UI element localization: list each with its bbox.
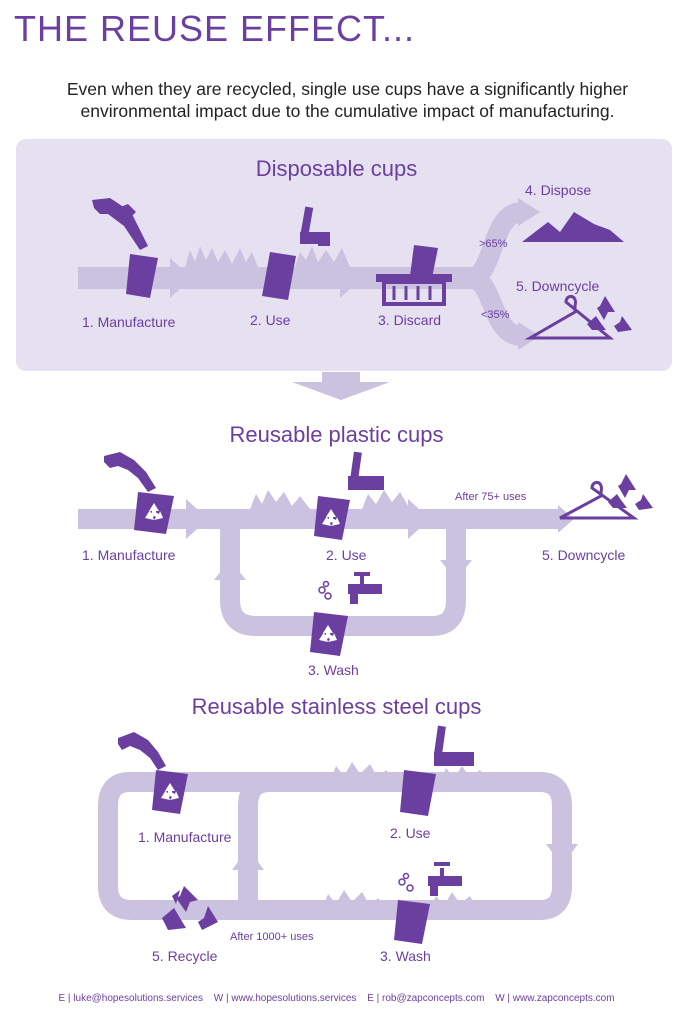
- disposable-title: Disposable cups: [255, 156, 418, 181]
- crowd-icon: [250, 490, 410, 509]
- steel-note: After 1000+ uses: [230, 931, 314, 943]
- tap-icon: [300, 206, 330, 246]
- steel-step-wash: 3. Wash: [380, 948, 431, 964]
- footer-web-1[interactable]: W | www.hopesolutions.services: [213, 993, 357, 1004]
- steel-title: Reusable stainless steel cups: [191, 694, 482, 719]
- cup-icon: [152, 770, 188, 814]
- cup-icon: [310, 612, 348, 656]
- disposable-step-use: 2. Use: [250, 312, 291, 328]
- plastic-title: Reusable plastic cups: [229, 422, 444, 447]
- steel-flow: [98, 772, 578, 920]
- pct-downcycle: <35%: [481, 309, 510, 321]
- steel-step-manufacture: 1. Manufacture: [138, 829, 232, 845]
- bin-icon: [376, 245, 452, 306]
- pct-dispose: >65%: [479, 238, 508, 250]
- cup-icon: [262, 252, 296, 300]
- landfill-icon: [522, 212, 624, 242]
- hand-icon: [92, 198, 148, 250]
- plastic-step-manufacture: 1. Manufacture: [82, 547, 176, 563]
- recycle-icon: [608, 474, 653, 510]
- hand-icon: [104, 452, 156, 492]
- steel-step-use: 2. Use: [390, 825, 431, 841]
- cup-icon: [126, 254, 158, 298]
- steel-step-recycle: 5. Recycle: [152, 948, 218, 964]
- footer: E | luke@hopesolutions.services W | www.…: [0, 993, 673, 1004]
- crowd-icon: [185, 246, 350, 267]
- recycle-icon: [587, 296, 632, 332]
- hanger-icon: [559, 481, 639, 520]
- cup-icon: [400, 770, 436, 816]
- disposable-step-manufacture: 1. Manufacture: [82, 314, 176, 330]
- cup-icon: [134, 492, 174, 534]
- disposable-step-downcycle: 5. Downcycle: [516, 278, 600, 294]
- plastic-step-use: 2. Use: [326, 547, 367, 563]
- faucet-icon: [398, 862, 462, 896]
- crowd-icon: [322, 762, 488, 910]
- cup-icon: [314, 496, 350, 540]
- disposable-step-dispose: 4. Dispose: [525, 182, 592, 198]
- plastic-note: After 75+ uses: [455, 491, 527, 503]
- footer-web-2[interactable]: W | www.zapconcepts.com: [495, 993, 615, 1004]
- faucet-icon: [318, 572, 382, 604]
- disposable-step-discard: 3. Discard: [378, 312, 442, 328]
- recycle-icon: [162, 886, 218, 930]
- intro-text: Even when they are recycled, single use …: [66, 79, 629, 121]
- cup-icon: [394, 900, 430, 944]
- down-arrow: [292, 372, 390, 400]
- plastic-step-downcycle: 5. Downcycle: [542, 547, 626, 563]
- footer-email-2[interactable]: E | rob@zapconcepts.com: [367, 993, 485, 1004]
- tap-icon: [433, 725, 474, 766]
- tap-icon: [348, 451, 384, 490]
- plastic-step-wash: 3. Wash: [308, 662, 359, 678]
- hand-icon: [118, 732, 166, 770]
- page-title: THE REUSE EFFECT...: [14, 8, 416, 49]
- footer-email-1[interactable]: E | luke@hopesolutions.services: [58, 993, 203, 1004]
- disposable-flow: [78, 198, 540, 350]
- hanger-icon: [524, 295, 615, 340]
